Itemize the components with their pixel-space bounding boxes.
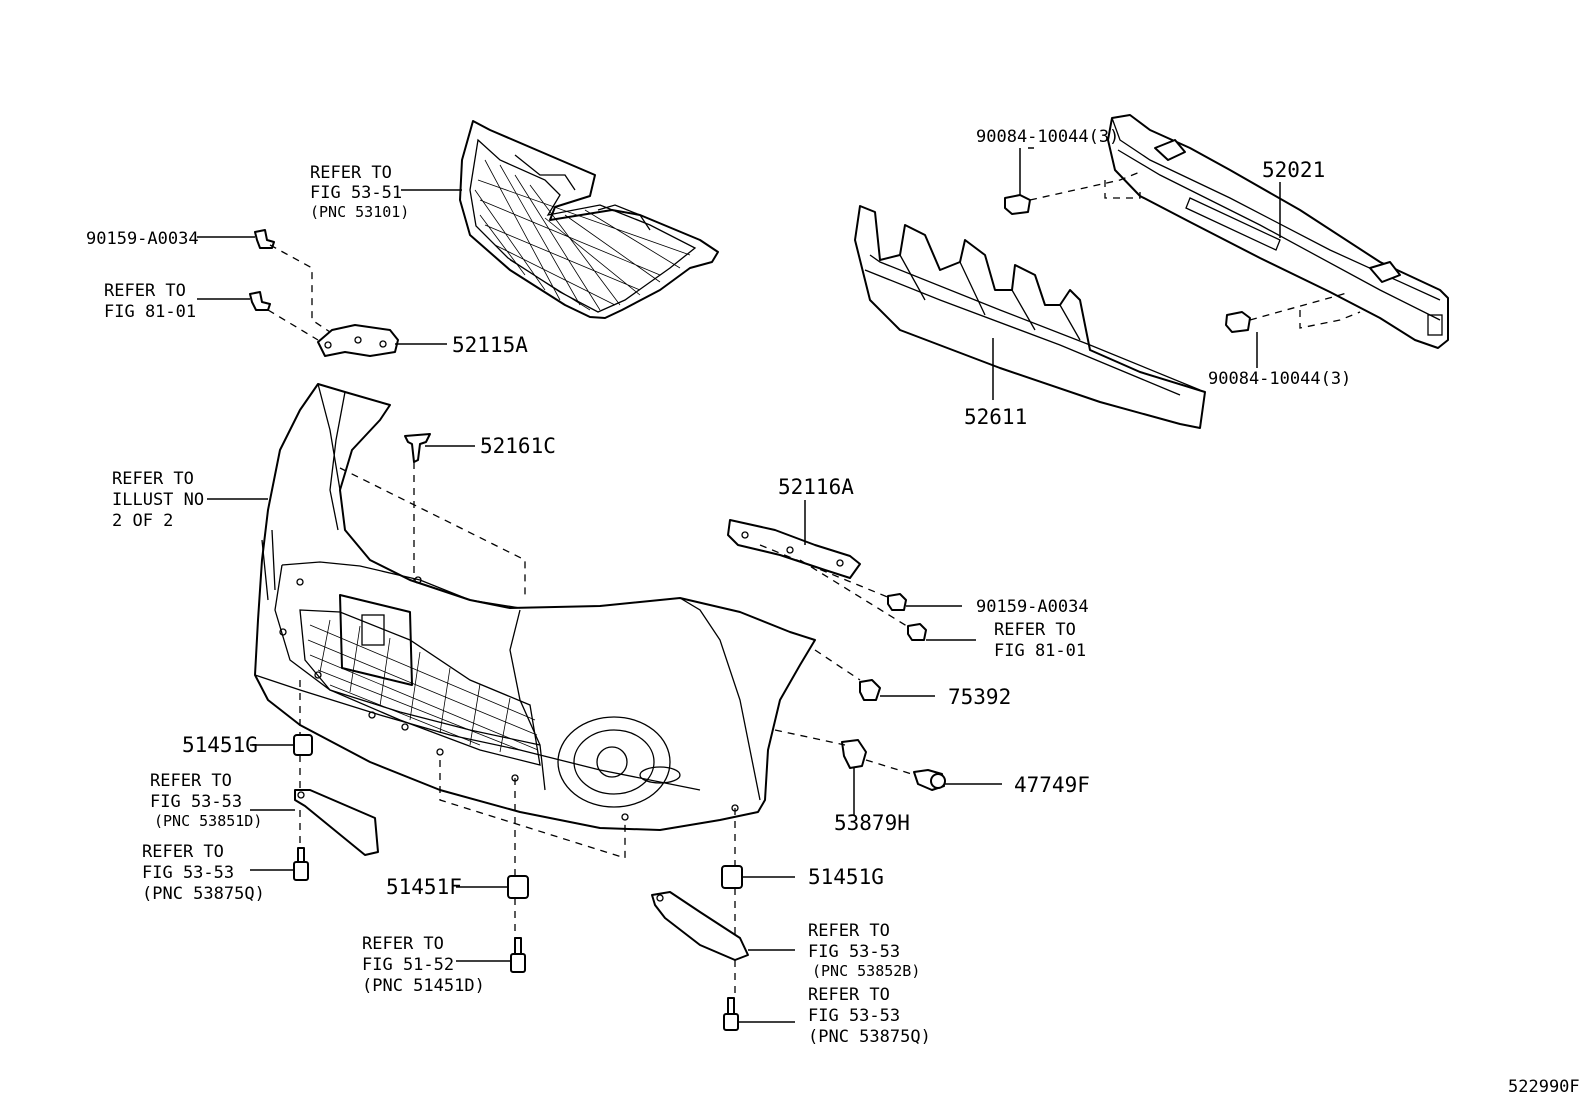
screw-fig81-left-line1: REFER TO [104, 281, 186, 301]
bracket-right-label: 52116A [778, 475, 854, 499]
grille-refer-line1: REFER TO [310, 163, 392, 183]
plate-right-line2: FIG 53-53 [808, 942, 900, 962]
bolt-center-line1: REFER TO [362, 934, 444, 954]
front-bumper-cover [254, 383, 816, 831]
plate-left-line2: FIG 53-53 [150, 792, 242, 812]
screw-fig81-left-line2: FIG 81-01 [104, 302, 196, 322]
clip-47749f-label: 47749F [1014, 773, 1090, 797]
reinforcement-label: 52021 [1262, 158, 1325, 182]
bumper-cover-refer-line1: REFER TO [112, 469, 194, 489]
screw-top-left-label: 90159-A0034 [86, 229, 199, 249]
clip-75392-label: 75392 [948, 685, 1011, 709]
screw-right-label: 90159-A0034 [976, 597, 1089, 617]
callout-labels: REFER TO FIG 53-51 (PNC 53101) 90159-A00… [86, 127, 1580, 1097]
bolt-reinf-bottom-label: 90084-10044(3) [1208, 369, 1351, 389]
bumper-retainer-bracket-right [727, 519, 861, 579]
lower-plate-right [651, 891, 749, 961]
fasteners [249, 194, 1251, 1031]
bolt-reinf-top-label: 90084-10044(3) [976, 127, 1119, 147]
bolt-center-line2: FIG 51-52 [362, 955, 454, 975]
diagram-id: 522990F [1508, 1077, 1580, 1097]
bolt-center-line3: (PNC 51451D) [362, 976, 485, 996]
bumper-holes [279, 576, 739, 821]
bolt-left-line3: (PNC 53875Q) [142, 884, 265, 904]
nut-center-label: 51451F [386, 875, 462, 899]
bumper-reinforcement [1107, 114, 1449, 349]
bolt-right-line3: (PNC 53875Q) [808, 1027, 931, 1047]
assembly-lines [267, 171, 1361, 998]
bumper-cover-refer-line3: 2 OF 2 [112, 511, 173, 531]
plate-right-line1: REFER TO [808, 921, 890, 941]
grille-refer-line3: (PNC 53101) [310, 203, 409, 221]
clip-52161c [404, 433, 431, 463]
nut-right-label: 51451G [808, 865, 884, 889]
energy-absorber [854, 205, 1206, 429]
nut-left-label: 51451G [182, 733, 258, 757]
plate-left-line1: REFER TO [150, 771, 232, 791]
plate-right-line3: (PNC 53852B) [812, 962, 920, 980]
bumper-cover-refer-line2: ILLUST NO [112, 490, 204, 510]
bumper-retainer-bracket-left [317, 324, 399, 357]
screw-fig81-right-line1: REFER TO [994, 620, 1076, 640]
lower-plate-left [294, 789, 379, 856]
radiator-grille [459, 120, 719, 319]
clip-top-label: 52161C [480, 434, 556, 458]
clip-53879h-label: 53879H [834, 811, 910, 835]
absorber-label: 52611 [964, 405, 1027, 429]
bolt-left-line1: REFER TO [142, 842, 224, 862]
bolt-right-line1: REFER TO [808, 985, 890, 1005]
bolt-left-line2: FIG 53-53 [142, 863, 234, 883]
bracket-left-label: 52115A [452, 333, 528, 357]
grille-refer-line2: FIG 53-51 [310, 183, 402, 203]
bolt-right-line2: FIG 53-53 [808, 1006, 900, 1026]
screw-fig81-right-line2: FIG 81-01 [994, 641, 1086, 661]
leader-lines [197, 147, 1281, 1023]
plate-left-line3: (PNC 53851D) [154, 812, 262, 830]
